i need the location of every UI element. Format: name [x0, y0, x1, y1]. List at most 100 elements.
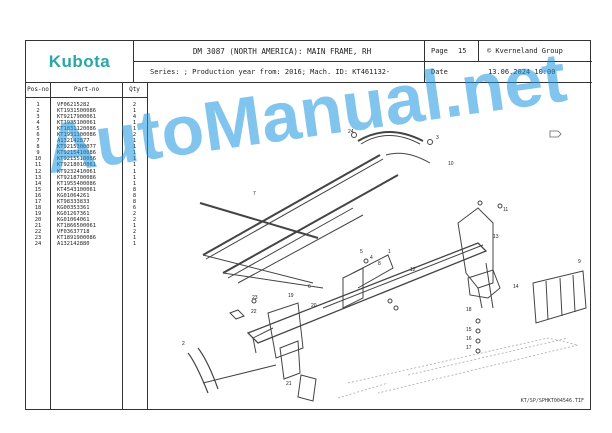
table-cell-part: VF06215282 [57, 102, 90, 108]
table-cell-part: KT9218010061 [57, 162, 96, 169]
page-number: 15 [458, 47, 467, 55]
table-cell-qty: 4 [132, 114, 137, 121]
table-cell-qty: 1 [132, 144, 137, 151]
date-label: Date [424, 62, 454, 82]
callout-label: 20 [311, 303, 317, 309]
table-cell-part: KT1935100061 [57, 120, 96, 127]
callout-label: 3 [436, 135, 439, 141]
table-cell-part: KT9217900061 [57, 114, 96, 121]
table-cell-part: KT9218700086 [57, 174, 96, 181]
callout-label: 7 [253, 191, 256, 197]
callout-label: 12 [410, 267, 416, 273]
arrow-icon [549, 130, 562, 138]
callout-label: 14 [513, 284, 519, 290]
table-cell-part: KT4543100061 [57, 186, 96, 193]
table-cell-qty: 1 [132, 156, 137, 163]
table-cell-qty: 8 [132, 186, 137, 193]
table-cell-qty: 1 [132, 168, 137, 175]
table-cell-pos: 22 [34, 228, 42, 235]
table-cell-qty: 1 [132, 241, 137, 248]
table-cell-qty: 1 [132, 180, 137, 187]
table-cell-part: KG01064261 [57, 192, 90, 199]
table-cell-part: KG00353361 [57, 204, 90, 211]
table-cell-pos: 8 [36, 144, 40, 151]
table-cell-qty: 1 [132, 126, 137, 133]
table-cell-qty: 1 [132, 222, 137, 229]
table-cell-pos: 3 [36, 114, 40, 121]
table-cell-pos: 6 [36, 132, 40, 139]
callout-label: 19 [288, 293, 294, 299]
header-part-no: Part-no [51, 83, 123, 97]
callout-label: 5 [360, 249, 363, 255]
table-cell-qty: 1 [132, 108, 137, 115]
table-cell-part: KG01267361 [57, 210, 90, 217]
table-cell-pos: 18 [34, 204, 42, 211]
page-label: Page [424, 41, 454, 61]
table-cell-pos: 12 [34, 168, 42, 175]
header-pos-no: Pos-no [26, 83, 51, 97]
table-cell-qty: 2 [132, 228, 137, 235]
series-row: Series: ; Production year from: 2016; Ma… [134, 62, 592, 83]
logo-box: Kubota [26, 41, 134, 83]
brand-logo: Kubota [48, 51, 111, 71]
table-cell-part: KT1891900086 [57, 235, 96, 242]
callout-label: 11 [503, 207, 508, 213]
table-cell-part: KT1955400086 [57, 180, 96, 187]
table-cell-pos: 5 [36, 126, 40, 133]
table-cell-part: KG01064061 [57, 216, 90, 223]
callout-label: 17 [466, 345, 472, 351]
callout-label: 18 [466, 307, 472, 313]
table-cell-qty: 1 [132, 174, 137, 181]
table-cell-part: KT9215510086 [57, 156, 96, 163]
callout-label: 24 [348, 129, 354, 135]
table-cell-part: VF03637718 [57, 228, 90, 235]
table-cell-pos: 13 [34, 174, 42, 181]
table-cell-part: KT1831120086 [57, 126, 96, 133]
date-value: 13.06.2024 10:00 [488, 68, 556, 76]
table-cell-pos: 17 [34, 198, 42, 205]
table-cell-part: KT1931500086 [57, 108, 96, 115]
callout-label: 16 [466, 336, 472, 342]
drawing-reference-code: KT/SP/SPHKT004546.TIF [520, 398, 584, 404]
table-cell-qty: 2 [132, 132, 137, 139]
table-cell-pos: 1 [36, 102, 40, 108]
table-cell-pos: 2 [36, 108, 40, 115]
callout-label: 10 [448, 161, 454, 167]
callout-label: 13 [493, 234, 499, 240]
table-cell-part: A132142877 [57, 138, 90, 145]
table-cell-qty: 1 [132, 162, 137, 169]
table-cell-part: KT98333833 [57, 198, 90, 205]
table-cell-qty: 1 [132, 138, 137, 145]
page-title: DM 3087 (NORTH AMERICA): MAIN FRAME, RH [192, 46, 372, 56]
table-cell-pos: 9 [36, 150, 40, 157]
table-cell-qty: 1 [132, 150, 137, 157]
table-cell-qty: 1 [132, 235, 137, 242]
callout-label: 2 [182, 341, 185, 347]
table-cell-pos: 10 [34, 156, 42, 163]
table-cell-pos: 11 [34, 162, 42, 169]
callout-label: 23 [252, 295, 258, 301]
header-qty: Qty [129, 85, 140, 93]
callout-label: 8 [378, 261, 381, 267]
table-cell-pos: 19 [34, 210, 42, 217]
table-cell-qty: 1 [132, 120, 137, 127]
table-cell-pos: 24 [34, 241, 42, 248]
callout-label: 15 [466, 327, 472, 333]
table-cell-part: KT9215300077 [57, 144, 96, 151]
table-cell-pos: 20 [34, 216, 42, 223]
copyright: © Kverneland Group [478, 41, 592, 61]
table-cell-qty: 2 [132, 210, 137, 217]
callout-label: 22 [251, 309, 257, 315]
callout-label: 9 [578, 259, 581, 265]
table-cell-pos: 14 [34, 180, 42, 187]
callout-label: 21 [286, 381, 292, 387]
table-cell-part: A132142880 [57, 241, 90, 248]
table-cell-pos: 4 [36, 120, 40, 127]
callout-label: 4 [370, 255, 373, 261]
